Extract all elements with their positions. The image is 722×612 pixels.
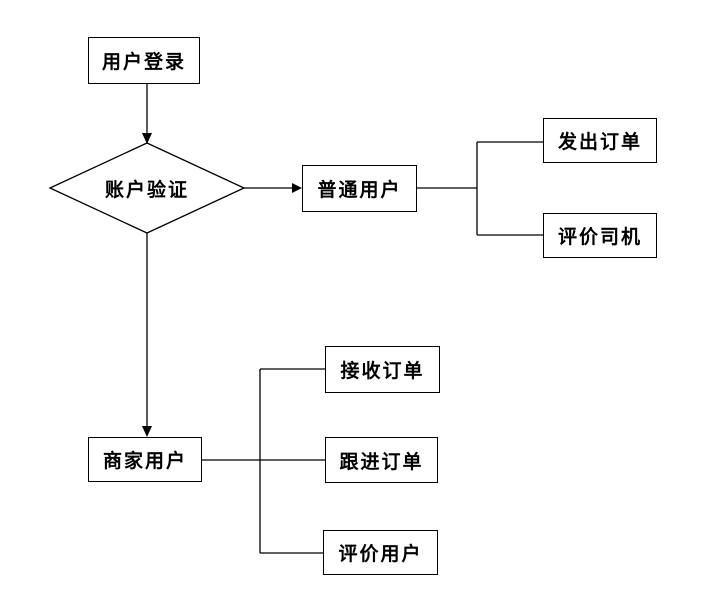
node-send-order-label: 发出订单 xyxy=(557,132,642,153)
arrowhead-down-merchant-user xyxy=(142,426,152,437)
node-follow-order-label: 跟进订单 xyxy=(339,451,424,473)
node-merchant-user-label: 商家用户 xyxy=(102,451,187,472)
node-rate-driver: 评价司机 xyxy=(543,213,657,258)
node-normal-user: 普通用户 xyxy=(302,165,417,212)
node-user-login-label: 用户登录 xyxy=(101,52,186,73)
node-normal-user-label: 普通用户 xyxy=(317,180,402,201)
arrowhead-right-normal-user xyxy=(292,183,302,193)
node-follow-order: 跟进订单 xyxy=(325,437,438,483)
decision-diamond-shape xyxy=(48,142,246,234)
node-receive-order-label: 接收订单 xyxy=(340,361,425,382)
node-rate-user-label: 评价用户 xyxy=(338,544,423,565)
node-account-verify-label: 账户验证 xyxy=(104,179,189,201)
node-send-order: 发出订单 xyxy=(543,118,657,163)
arrowhead-down-verify xyxy=(142,133,152,144)
node-receive-order: 接收订单 xyxy=(325,346,440,393)
node-rate-user: 评价用户 xyxy=(323,530,438,575)
node-merchant-user: 商家用户 xyxy=(88,437,202,482)
node-user-login: 用户登录 xyxy=(88,37,200,84)
node-account-verify: 账户验证 xyxy=(50,143,244,233)
node-rate-driver-label: 评价司机 xyxy=(557,227,642,248)
